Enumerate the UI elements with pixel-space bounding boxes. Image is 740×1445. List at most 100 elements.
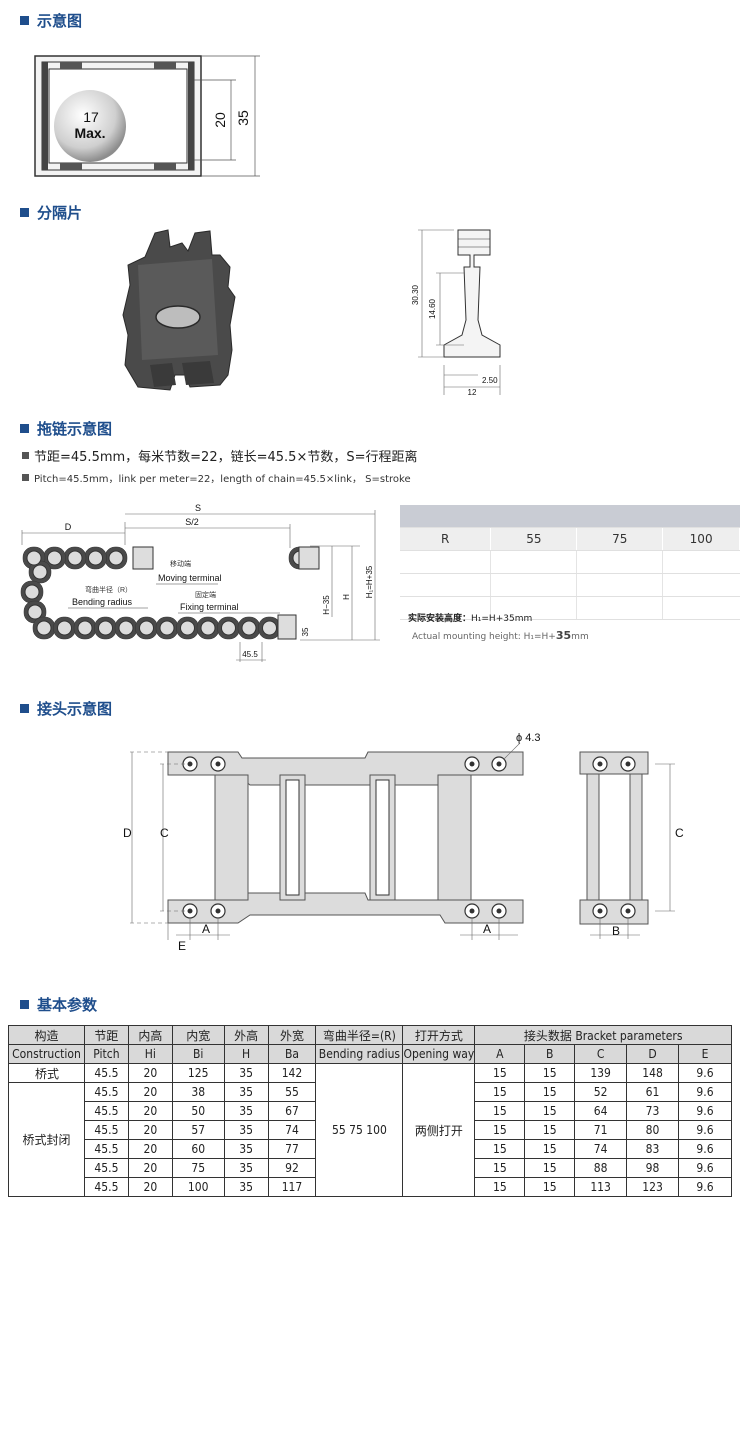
table-cell: 142 bbox=[267, 1063, 317, 1083]
table-cell: 92 bbox=[267, 1158, 317, 1178]
table-cell: 117 bbox=[267, 1177, 317, 1197]
radius-table: R 55 75 100 bbox=[400, 505, 740, 620]
head-en-pitch: Pitch bbox=[83, 1044, 129, 1064]
head-inner-width: 内宽 bbox=[171, 1025, 225, 1045]
section-title-bracket: 接头示意图 bbox=[20, 698, 112, 719]
head-en-h: H bbox=[223, 1044, 269, 1064]
chain-pin bbox=[180, 620, 195, 636]
table-cell: 45.5 bbox=[83, 1082, 129, 1102]
chain-pin bbox=[77, 620, 93, 636]
table-cell: 20 bbox=[127, 1177, 173, 1197]
moving-terminal-cn: 移动端 bbox=[170, 559, 191, 568]
separator-photo bbox=[122, 229, 236, 391]
chain-pin bbox=[241, 620, 257, 636]
table-cell: 9.6 bbox=[677, 1177, 733, 1197]
table-cell: 9.6 bbox=[677, 1139, 733, 1159]
table-cell: 15 bbox=[474, 1139, 526, 1159]
table-cell: 139 bbox=[574, 1063, 628, 1083]
head-en-opening: Opening way bbox=[402, 1044, 476, 1064]
chain-note-cn: 节距=45.5mm，每米节数=22，链长=45.5×节数，S=行程距离 bbox=[22, 446, 417, 465]
square-bullet-icon bbox=[20, 424, 29, 433]
head-pitch: 节距 bbox=[83, 1025, 129, 1045]
chain-pin bbox=[26, 550, 42, 566]
moving-terminal-en: Moving terminal bbox=[158, 573, 222, 583]
head-construction: 构造 bbox=[8, 1025, 85, 1045]
head-opening-way: 打开方式 bbox=[402, 1025, 476, 1045]
table-cell: 113 bbox=[574, 1177, 628, 1197]
label-pitch: 45.5 bbox=[242, 650, 258, 659]
chain-layout-diagram: D S S/2 移动端 Moving terminal 弯曲半径（R） Bend… bbox=[20, 503, 380, 662]
table-cell: 45.5 bbox=[83, 1177, 129, 1197]
table-cell: 15 bbox=[524, 1082, 576, 1102]
square-bullet-icon bbox=[20, 208, 29, 217]
dim-separator-thickness: 2.50 bbox=[482, 376, 498, 385]
table-cell: 45.5 bbox=[83, 1139, 129, 1159]
radius-55: 55 bbox=[490, 527, 578, 551]
table-cell: 35 bbox=[223, 1063, 269, 1083]
head-bending-radius: 弯曲半径=(R) bbox=[315, 1025, 404, 1045]
table-cell: 9.6 bbox=[677, 1063, 733, 1083]
head-outer-height: 外高 bbox=[223, 1025, 269, 1045]
cell-construction: 桥式 bbox=[8, 1063, 85, 1083]
table-cell: 125 bbox=[171, 1063, 225, 1083]
dim-separator-inner: 14.60 bbox=[428, 298, 437, 319]
label-A-right: A bbox=[483, 922, 491, 936]
bending-radius-en: Bending radius bbox=[72, 597, 133, 607]
section-title-chain: 拖链示意图 bbox=[20, 418, 112, 439]
cell-opening-way: 两侧打开 bbox=[402, 1063, 476, 1197]
chain-pin bbox=[262, 620, 277, 636]
table-cell: 38 bbox=[171, 1082, 225, 1102]
label-hole-diameter: ϕ 4.3 bbox=[516, 732, 541, 744]
head-en-construction: Construction bbox=[8, 1044, 85, 1064]
table-cell: 15 bbox=[474, 1177, 526, 1197]
head-en-D: D bbox=[626, 1044, 679, 1064]
radius-75: 75 bbox=[576, 527, 664, 551]
table-cell: 9.6 bbox=[677, 1120, 733, 1140]
table-cell: 15 bbox=[474, 1158, 526, 1178]
table-cell: 61 bbox=[626, 1082, 679, 1102]
label-H-minus-35: H−35 bbox=[322, 595, 331, 615]
table-cell: 20 bbox=[127, 1082, 173, 1102]
bracket-diagram: D C A A E B C ϕ 4.3 bbox=[123, 732, 684, 953]
parameter-table: 构造 节距 内高 内宽 外高 外宽 弯曲半径=(R) 打开方式 接头数据 Bra… bbox=[8, 1025, 733, 1197]
section-title-separator: 分隔片 bbox=[20, 202, 82, 223]
table-cell: 20 bbox=[127, 1063, 173, 1083]
table-cell: 100 bbox=[171, 1177, 225, 1197]
label-35: 35 bbox=[301, 627, 310, 636]
radius-header: R bbox=[400, 527, 492, 551]
square-bullet-icon bbox=[20, 16, 29, 25]
dim-outer-height: 35 bbox=[235, 110, 251, 126]
table-cell: 15 bbox=[524, 1139, 576, 1159]
table-cell: 77 bbox=[267, 1139, 317, 1159]
separator-profile-diagram: 30.30 14.60 2.50 12 bbox=[411, 229, 501, 397]
dim-separator-width: 12 bbox=[468, 388, 477, 397]
table-cell: 64 bbox=[574, 1101, 628, 1121]
chain-pin bbox=[32, 564, 48, 580]
head-inner-height: 内高 bbox=[127, 1025, 173, 1045]
table-cell: 71 bbox=[574, 1120, 628, 1140]
label-S-half: S/2 bbox=[185, 517, 199, 527]
label-S: S bbox=[195, 503, 201, 513]
table-cell: 15 bbox=[524, 1101, 576, 1121]
fixing-terminal-en: Fixing terminal bbox=[180, 602, 239, 612]
head-en-bi: Bi bbox=[171, 1044, 225, 1064]
chain-pin bbox=[88, 550, 103, 566]
table-cell: 74 bbox=[574, 1139, 628, 1159]
chain-pin bbox=[118, 620, 134, 636]
table-cell: 15 bbox=[474, 1101, 526, 1121]
label-A-left: A bbox=[202, 922, 210, 936]
table-cell: 148 bbox=[626, 1063, 679, 1083]
head-en-ba: Ba bbox=[267, 1044, 317, 1064]
square-bullet-icon bbox=[22, 452, 29, 459]
table-cell: 74 bbox=[267, 1120, 317, 1140]
head-en-A: A bbox=[474, 1044, 526, 1064]
table-cell: 50 bbox=[171, 1101, 225, 1121]
chain-pin bbox=[36, 620, 52, 636]
table-cell: 88 bbox=[574, 1158, 628, 1178]
table-cell: 35 bbox=[223, 1101, 269, 1121]
table-cell: 15 bbox=[474, 1082, 526, 1102]
table-cell: 45.5 bbox=[83, 1101, 129, 1121]
